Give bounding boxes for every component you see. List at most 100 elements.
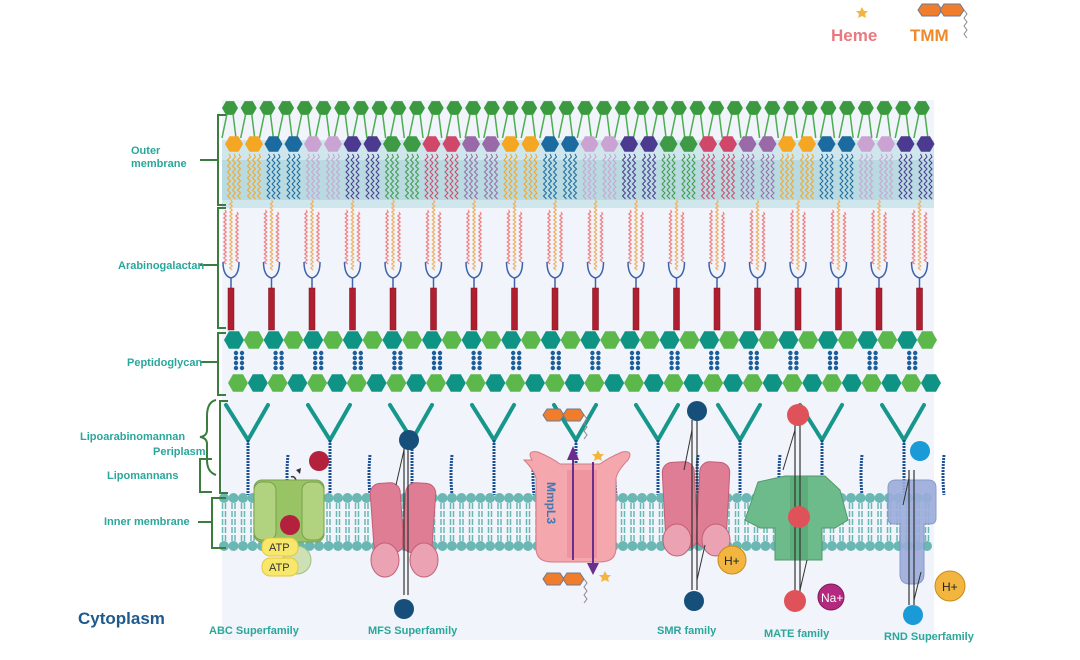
mycolic-head xyxy=(699,136,717,152)
mycolic-tail xyxy=(691,153,696,200)
peptide-bead xyxy=(715,365,720,371)
inner-lipid-head xyxy=(855,541,866,551)
ag-chain xyxy=(720,211,726,263)
mycolic-tail xyxy=(493,153,499,200)
outer-lipid-tail xyxy=(624,113,630,139)
inner-lipid-head xyxy=(513,493,524,503)
outer-lipid-tail xyxy=(800,113,808,139)
mycolic-tail xyxy=(908,153,913,200)
lipomannan-chain xyxy=(449,454,454,496)
peptidoglycan-sugar xyxy=(346,374,367,392)
mycolic-tail xyxy=(424,153,429,200)
inner-lipid-head xyxy=(456,541,467,551)
ag-galactan-block xyxy=(511,287,518,331)
mycolic-tail xyxy=(508,153,513,200)
mycolic-tail xyxy=(256,153,262,200)
peptide-bead xyxy=(431,365,437,371)
inner-lipid-head xyxy=(627,493,638,503)
mycolic-tail xyxy=(468,153,474,200)
peptidoglycan-sugar xyxy=(521,331,541,349)
mycolic-tail xyxy=(528,153,533,200)
mycolic-tail xyxy=(513,153,518,200)
mycolic-head xyxy=(758,136,777,152)
mycolic-tail xyxy=(799,153,805,200)
outer-lipid-tail xyxy=(494,113,499,139)
peptide-bead xyxy=(827,360,833,366)
peptidoglycan-sugar xyxy=(663,374,684,392)
peptide-bead xyxy=(233,360,239,366)
mycolic-head xyxy=(620,136,638,152)
outer-lipid-tail xyxy=(670,113,677,139)
mycolic-tail xyxy=(582,153,587,200)
outer-lipid-head xyxy=(446,101,463,115)
peptidoglycan-sugar xyxy=(426,374,446,392)
outer-lipid-head xyxy=(652,101,669,115)
peptidoglycan-sugar xyxy=(243,331,264,349)
peptidoglycan-sugar xyxy=(600,331,621,349)
mycolic-tail xyxy=(296,153,301,200)
peptide-bead xyxy=(748,365,753,371)
outer-lipid-tail xyxy=(296,113,303,139)
outer-lipid-tail xyxy=(550,113,555,139)
ag-galactan-block xyxy=(268,287,275,331)
outer-lipid-tail xyxy=(782,113,789,139)
mycolic-head xyxy=(304,136,322,152)
peptide-bead xyxy=(398,350,403,356)
label-cytoplasm: Cytoplasm xyxy=(78,609,165,628)
outer-lipid-head xyxy=(577,101,594,115)
peptidoglycan-sugar xyxy=(544,374,565,392)
outer-lipid-tail xyxy=(819,113,827,139)
ag-chain xyxy=(465,209,471,265)
inner-lipid-head xyxy=(352,493,362,503)
ag-chain xyxy=(714,199,720,271)
outer-lipid-tail xyxy=(314,113,322,139)
peptide-bead xyxy=(794,365,799,371)
peptide-bead xyxy=(437,350,443,356)
lipomannan-chain xyxy=(367,454,372,496)
outer-lipid-tail xyxy=(568,113,574,139)
peptide-bead xyxy=(556,355,561,361)
rnd-proton-ion xyxy=(934,570,966,602)
peptide-bead xyxy=(511,355,516,361)
outer-lipid-tail xyxy=(587,113,593,139)
mycolic-head xyxy=(482,136,500,152)
outer-lipid-tail xyxy=(718,113,723,139)
mycolic-tail xyxy=(849,153,854,200)
peptidoglycan-sugar xyxy=(861,374,882,392)
peptide-bead xyxy=(471,355,476,361)
peptidoglycan-sugar xyxy=(818,331,838,349)
inner-lipid-head xyxy=(314,541,324,551)
mycolic-tail xyxy=(700,153,706,200)
peptidoglycan-sugar xyxy=(901,374,922,392)
outer-lipid-tail xyxy=(763,113,771,139)
peptide-bead xyxy=(313,360,318,366)
outer-lipid-tail xyxy=(539,113,546,139)
inner-lipid-head xyxy=(751,541,761,551)
mycolic-tail xyxy=(760,153,765,200)
mycolic-tail xyxy=(375,153,380,200)
ag-galactan-block xyxy=(673,287,680,331)
peptidoglycan-sugar xyxy=(881,374,902,392)
outer-lipid-tail xyxy=(662,113,667,139)
atp-badge-2 xyxy=(261,557,299,577)
inner-lipid-head xyxy=(333,493,343,503)
peptidoglycan-sugar xyxy=(584,374,605,392)
peptide-bead xyxy=(629,365,635,371)
smr-ion-label: H+ xyxy=(724,554,740,568)
inner-lipid-head xyxy=(466,493,476,503)
outer-lipid-head xyxy=(539,101,556,115)
peptide-bead xyxy=(358,365,363,371)
peptide-bead xyxy=(709,350,714,356)
peptide-bead xyxy=(788,360,793,366)
outer-lipid-head xyxy=(913,101,930,115)
ag-chain xyxy=(390,199,396,271)
mycolic-head xyxy=(896,136,915,152)
peptidoglycan-sugar xyxy=(485,374,506,392)
mycolic-tail xyxy=(231,153,237,200)
peptide-bead xyxy=(833,350,839,356)
outer-lipid-tail xyxy=(363,113,368,139)
peptide-bead xyxy=(827,355,833,361)
atp-badge-1 xyxy=(261,537,299,557)
inner-lipid-head xyxy=(485,493,495,503)
heme-star-icon xyxy=(856,7,868,18)
